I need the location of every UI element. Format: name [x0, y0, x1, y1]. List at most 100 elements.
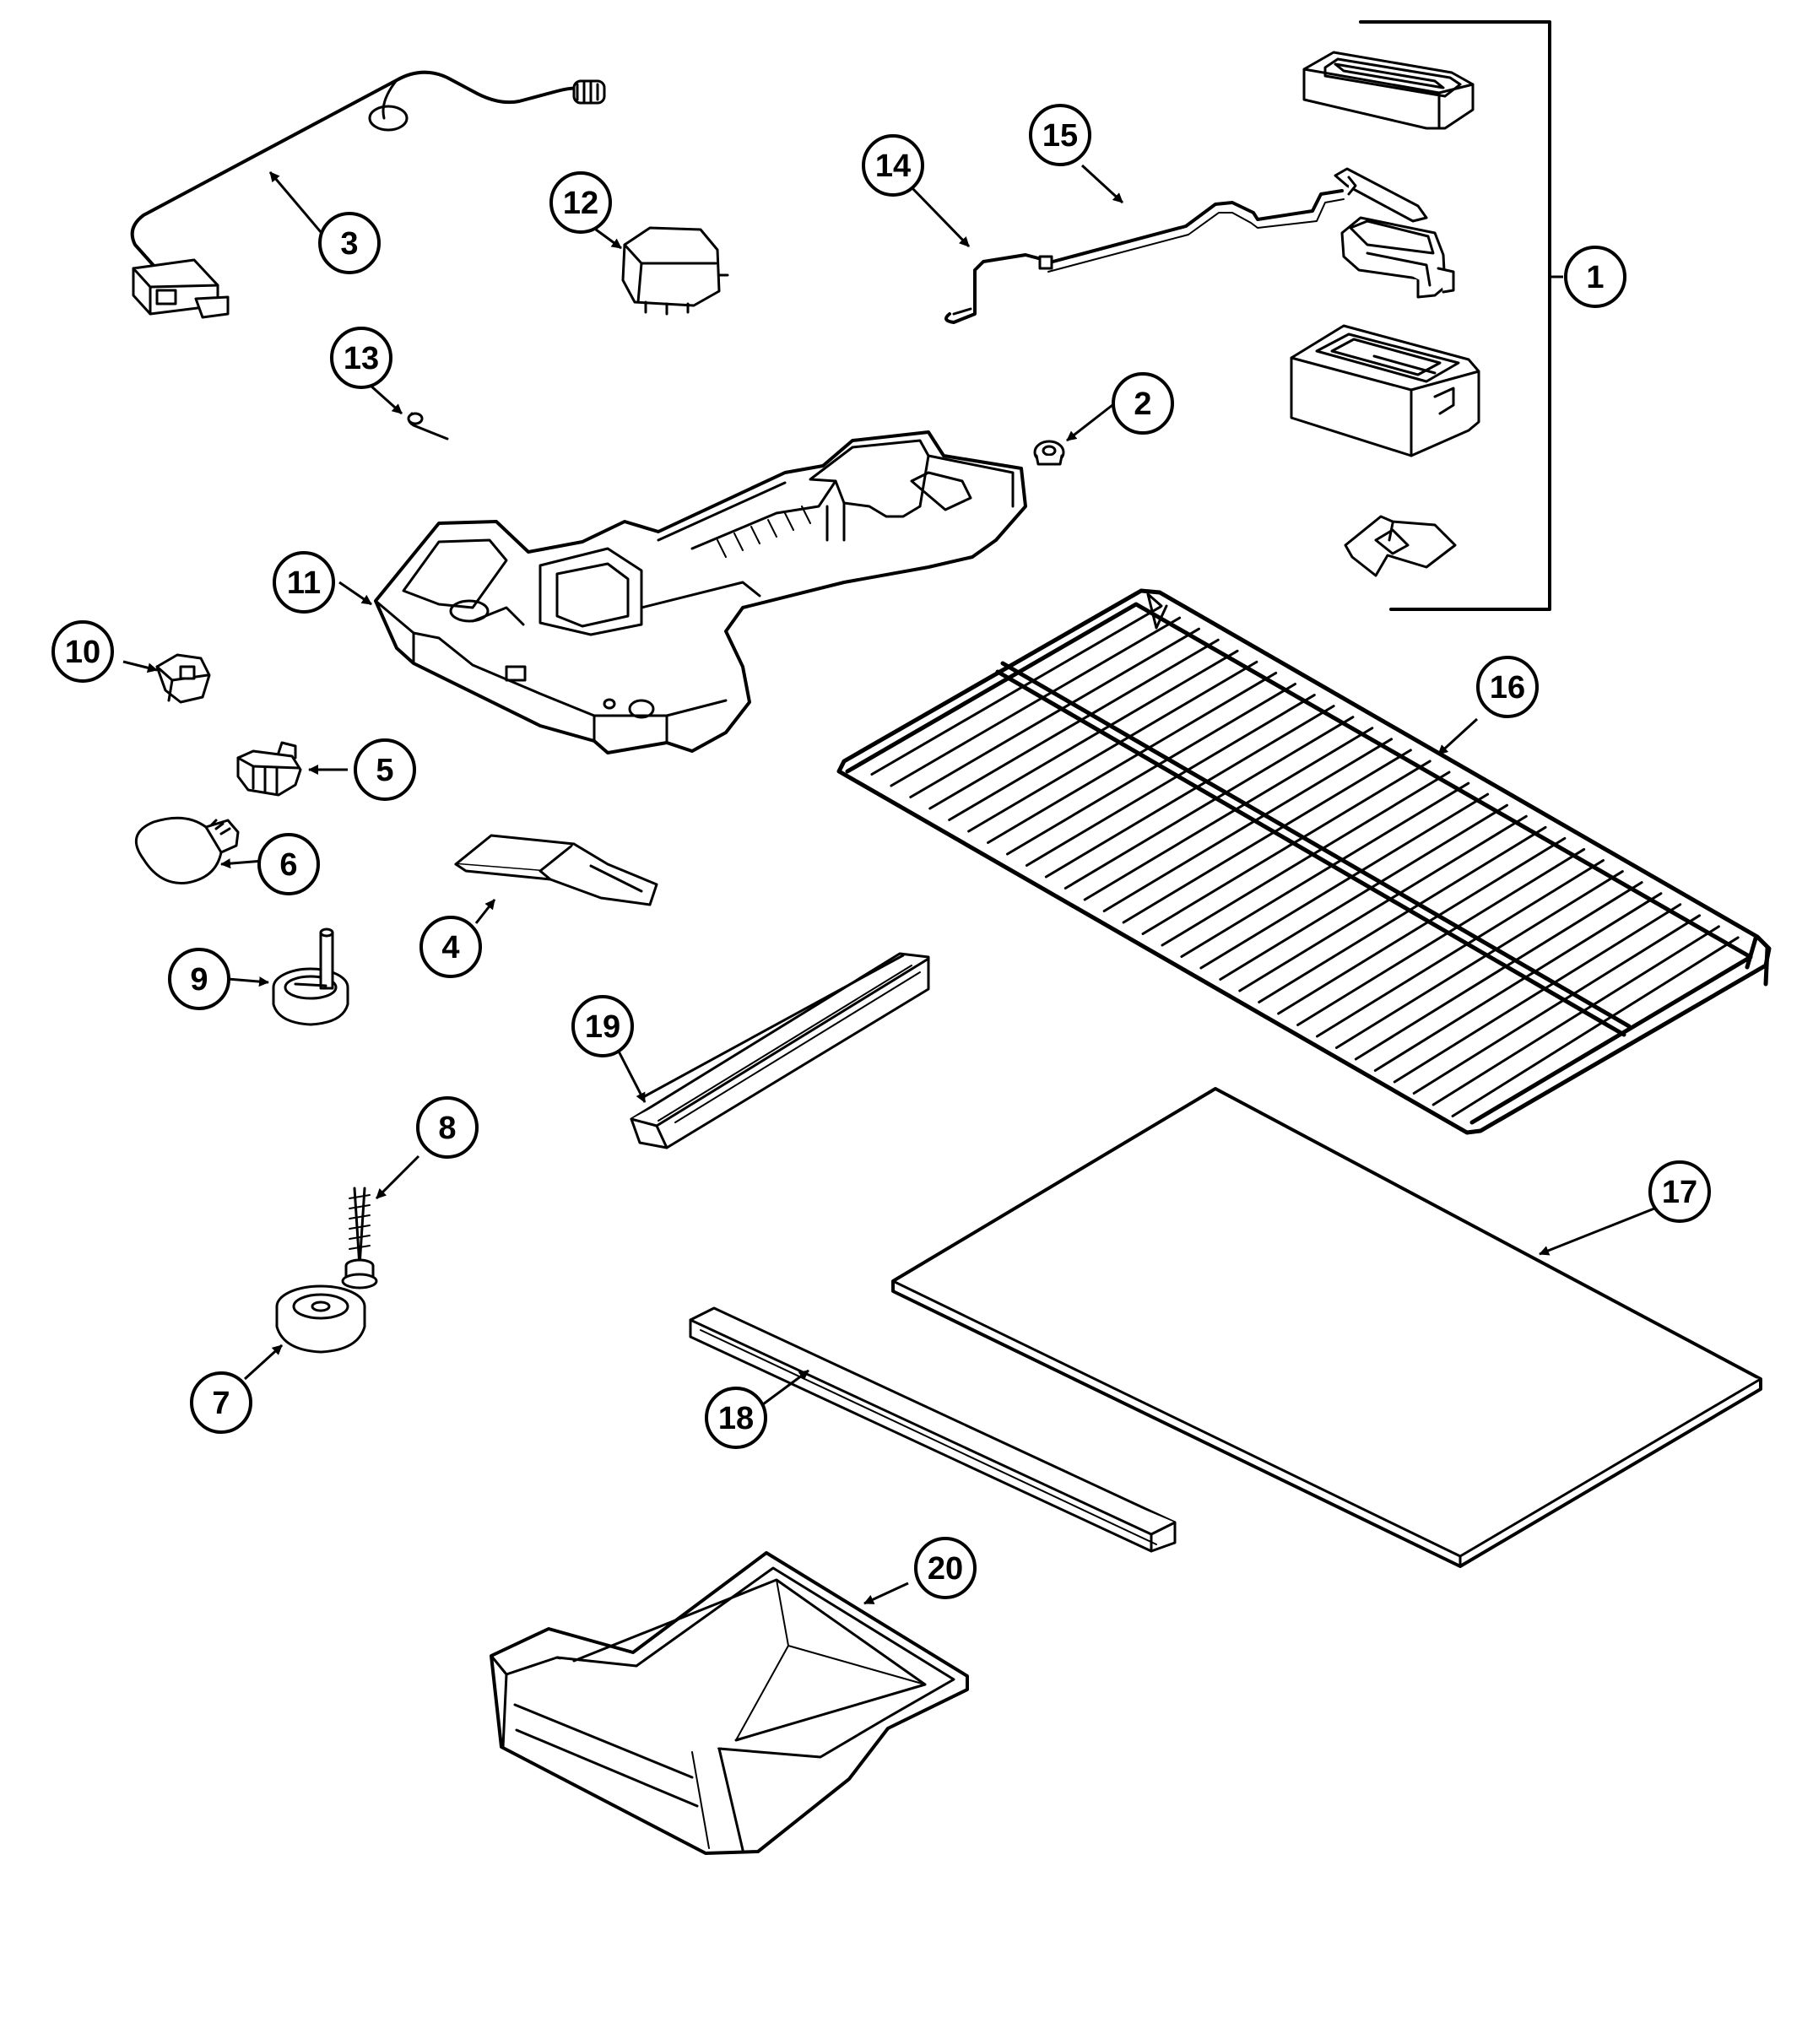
shelf-wire	[1373, 892, 1663, 1072]
leader-3	[268, 171, 327, 239]
part-9-roller	[272, 927, 349, 1026]
leader-10	[122, 660, 158, 673]
callout-label: 16	[1490, 670, 1525, 706]
part-8-screw	[341, 1187, 378, 1290]
callout-label: 15	[1042, 118, 1078, 154]
callout-label: 14	[875, 149, 911, 184]
callout-circle	[354, 738, 416, 801]
shelf-wire	[1122, 749, 1412, 924]
callout-circle	[273, 551, 335, 614]
callout-15: 15	[1029, 104, 1091, 166]
callout-circle	[1648, 1160, 1711, 1223]
leader-4	[474, 899, 496, 924]
shelf-wire	[1451, 936, 1740, 1117]
callout-4: 4	[419, 916, 482, 978]
part-2-nut	[1033, 440, 1065, 466]
shelf-wire	[1161, 771, 1451, 947]
shelf-wire	[1334, 870, 1624, 1049]
shelf-wire	[1277, 836, 1567, 1015]
callout-label: 5	[376, 753, 393, 788]
callout-label: 7	[212, 1386, 230, 1421]
leader-7	[243, 1344, 284, 1381]
shelf-wire	[909, 627, 1200, 798]
leader-16	[1437, 717, 1479, 756]
callout-label: 13	[344, 341, 379, 376]
callout-circle	[571, 995, 634, 1057]
shelf-wire	[1238, 814, 1528, 992]
callout-7: 7	[190, 1371, 252, 1434]
callout-circle	[862, 134, 924, 197]
part-12-defrost-timer	[621, 226, 729, 316]
leader-9	[227, 976, 269, 987]
shelf-wire	[967, 660, 1258, 833]
leader-19	[613, 1042, 647, 1103]
callout-label: 19	[585, 1009, 620, 1045]
shelf-wire	[1063, 716, 1355, 890]
part-18-trim-strip	[689, 1306, 1177, 1553]
part-4-pad	[454, 834, 658, 906]
shelf-wire	[1316, 859, 1605, 1038]
callout-5: 5	[354, 738, 416, 801]
leader-17	[1539, 1207, 1655, 1256]
part-6-light-bulb	[135, 816, 240, 884]
shelf-wire	[1199, 792, 1490, 970]
callout-label: 1	[1586, 260, 1604, 295]
shelf-wire	[1431, 925, 1720, 1106]
part-3-wire-harness	[130, 70, 606, 319]
shelf-wire	[928, 638, 1220, 810]
part-16-wire-shelf-frame	[844, 591, 1764, 1136]
callout-circle	[330, 327, 392, 389]
part-15-control-rod	[1038, 189, 1345, 273]
callout-circle	[705, 1387, 767, 1449]
part-16-shelf-wires	[870, 605, 1740, 1117]
leader-12	[595, 228, 622, 250]
part-19-divider-strip	[630, 952, 930, 1149]
callout-label: 6	[279, 847, 297, 883]
shelf-wire	[1102, 738, 1394, 912]
callout-13: 13	[330, 327, 392, 389]
shelf-wire	[1141, 760, 1431, 935]
shelf-wire	[1296, 847, 1586, 1026]
shelf-wire	[1180, 781, 1470, 958]
callout-label: 4	[441, 930, 459, 965]
callout-circle	[1476, 656, 1539, 718]
shelf-wire	[1083, 727, 1374, 901]
shelf-wire	[1412, 914, 1702, 1095]
leader-6	[220, 858, 264, 869]
leader-11	[338, 581, 372, 606]
callout-circle	[1564, 246, 1626, 308]
callout-6: 6	[257, 833, 320, 895]
callout-label: 2	[1134, 387, 1151, 422]
callout-label: 20	[928, 1551, 963, 1587]
leader-13	[368, 383, 403, 415]
callout-16: 16	[1476, 656, 1539, 718]
callout-2: 2	[1112, 372, 1174, 435]
shelf-wire	[1258, 825, 1547, 1003]
callout-label: 8	[438, 1111, 456, 1146]
callout-label: 12	[563, 186, 598, 221]
shelf-wire	[1044, 705, 1335, 879]
callout-19: 19	[571, 995, 634, 1057]
part-14-bent-rod	[944, 253, 1040, 324]
part-20-crisper-drawer	[490, 1551, 969, 1855]
callout-circle	[419, 916, 482, 978]
callout-label: 17	[1662, 1175, 1697, 1210]
callout-10: 10	[51, 620, 114, 683]
callout-circle	[190, 1371, 252, 1434]
callout-circle	[549, 171, 612, 234]
callout-label: 18	[718, 1401, 754, 1436]
shelf-wire	[870, 605, 1162, 776]
callout-1: 1	[1564, 246, 1626, 308]
shelf-wire	[890, 616, 1182, 787]
shelf-wire	[1219, 803, 1508, 981]
callout-label: 11	[287, 565, 321, 601]
part-16-shelf-crossbars	[995, 661, 1632, 1037]
callout-circle	[318, 212, 381, 274]
callout-circle	[1112, 372, 1174, 435]
callout-20: 20	[914, 1537, 977, 1599]
leader-15	[1080, 164, 1124, 204]
callout-11: 11	[273, 551, 335, 614]
callout-label: 10	[65, 635, 100, 670]
shelf-wire	[1393, 903, 1682, 1084]
callout-circle	[914, 1537, 977, 1599]
